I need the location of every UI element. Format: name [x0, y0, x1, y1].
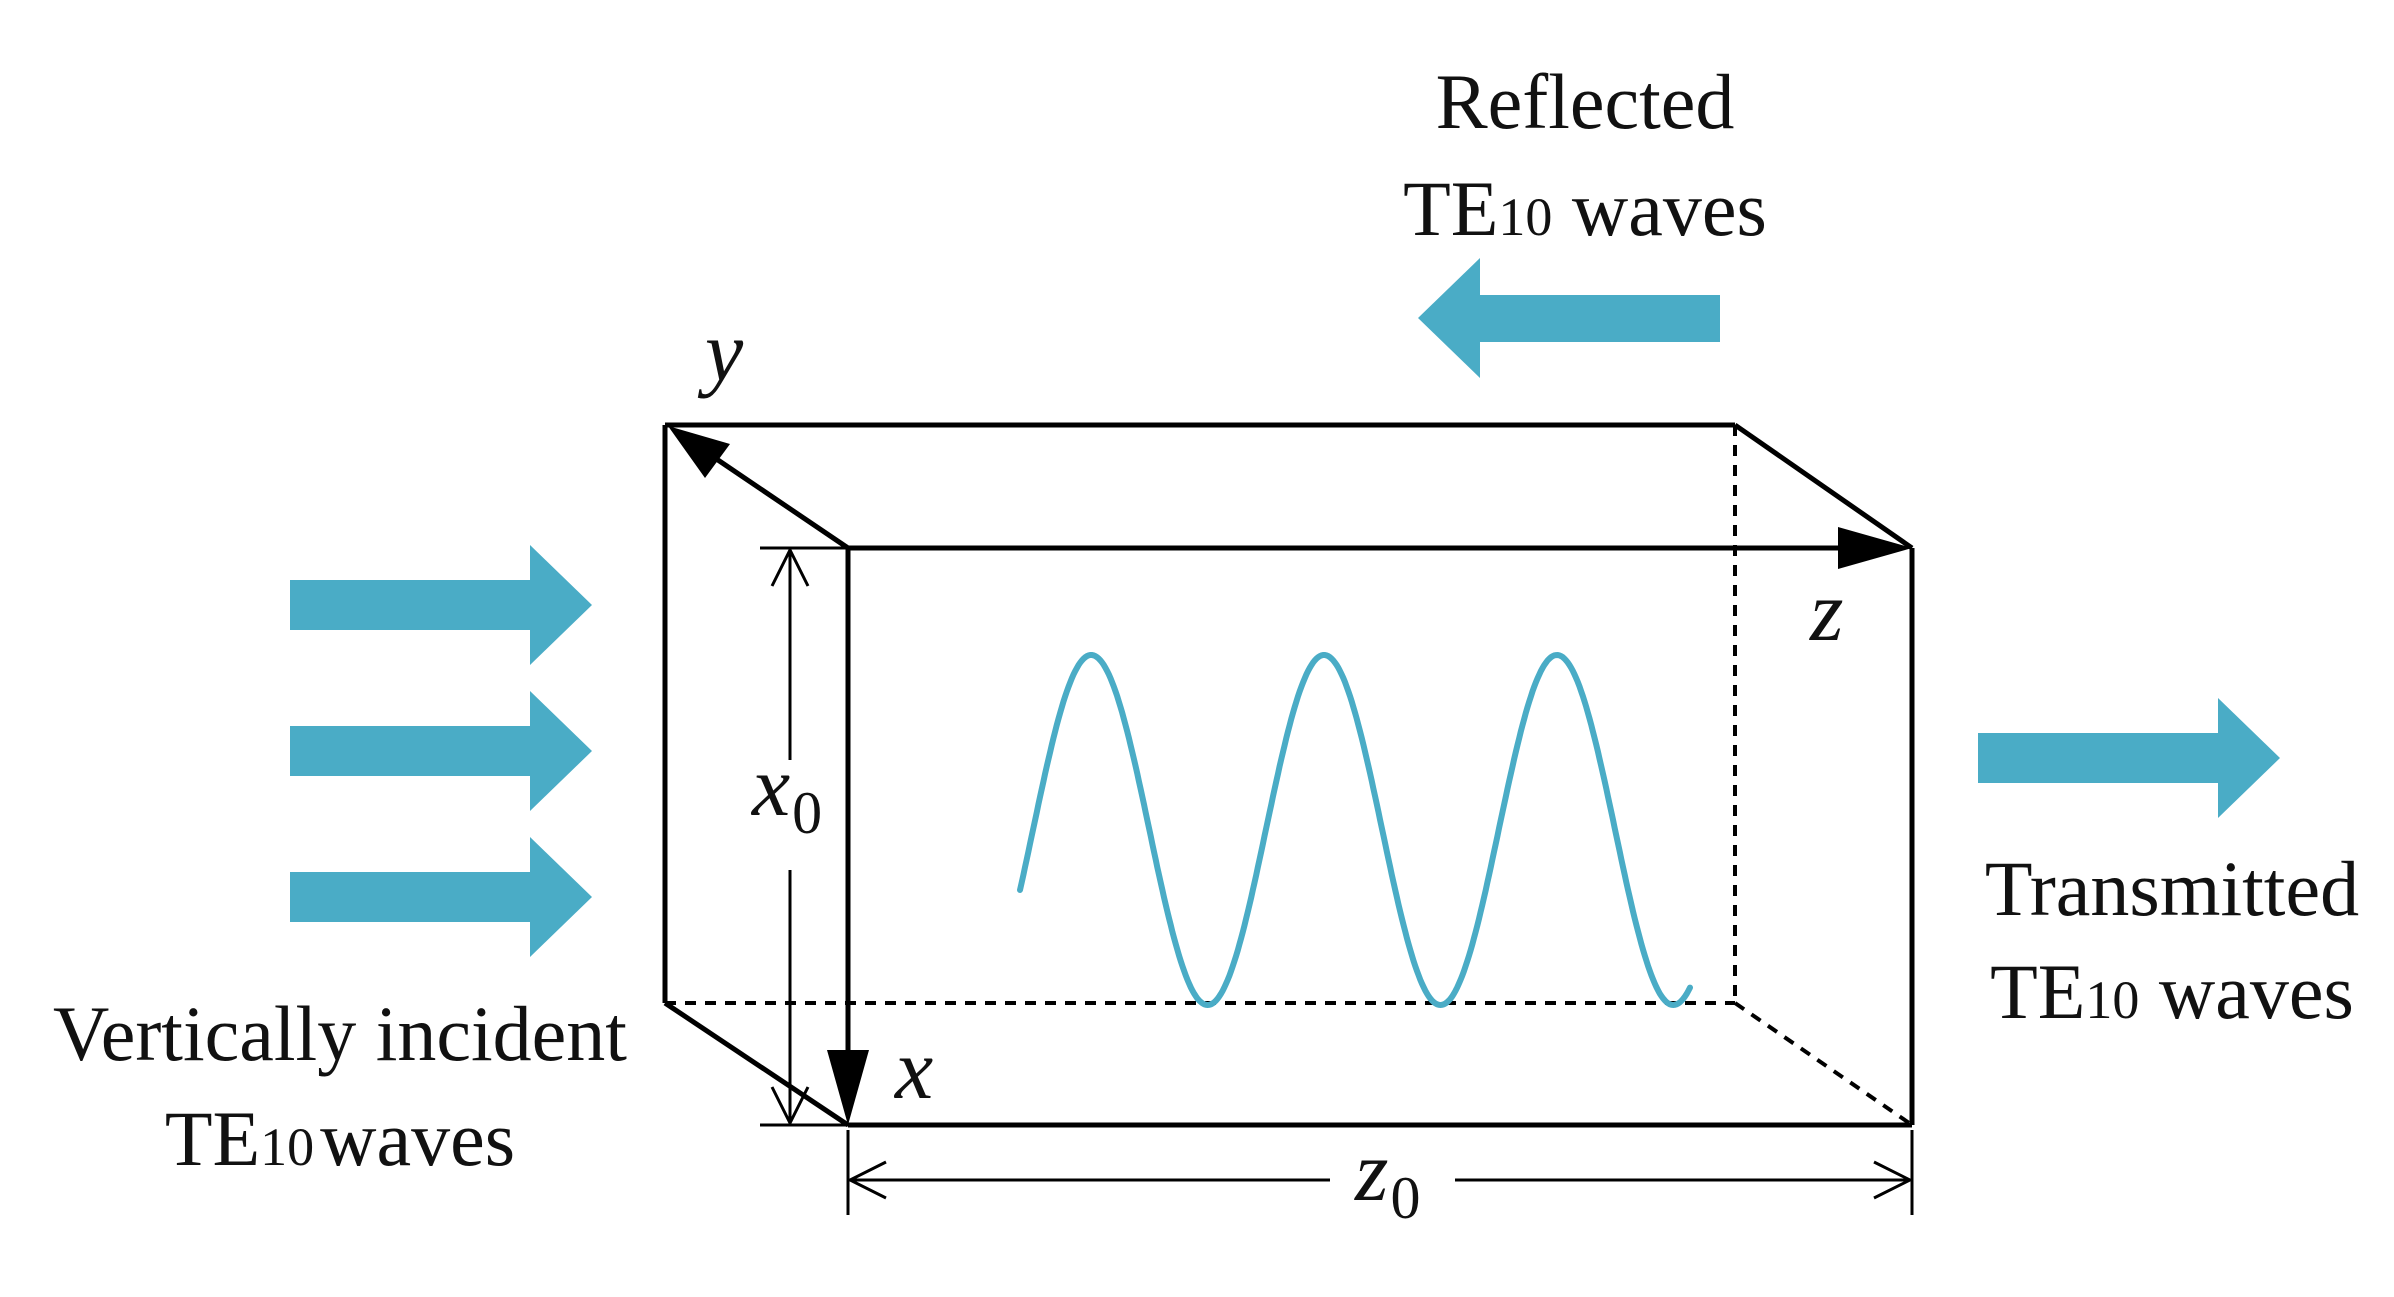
axis-y-label: y: [697, 303, 744, 399]
transmitted-label-line1: Transmitted: [1985, 845, 2359, 932]
incident-label-line2: TE10waves: [165, 1095, 515, 1182]
dimension-z0-label: z0: [1354, 1123, 1420, 1231]
axis-z-arrow: [848, 527, 1912, 569]
dimension-z0: [846, 1130, 1914, 1215]
box-hidden-edges: [665, 425, 1914, 1127]
reflected-label-line1: Reflected: [1436, 58, 1735, 145]
transmitted-arrow: [1978, 698, 2280, 818]
incident-arrows: [290, 545, 592, 957]
incident-arrow-3: [290, 837, 592, 957]
axis-x-arrow: [827, 548, 869, 1125]
box-back-edges: [662, 422, 1914, 1128]
incident-arrow-2: [290, 691, 592, 811]
reflected-label-line2: TE10 waves: [1403, 165, 1767, 252]
dimension-x0: [760, 546, 848, 1127]
axis-x-label: x: [893, 1021, 933, 1117]
reflected-arrow: [1418, 258, 1720, 378]
incident-label-line1: Vertically incident: [53, 990, 627, 1077]
axis-z-label: z: [1809, 563, 1843, 659]
box-front-face: [848, 548, 1915, 1128]
axis-y-arrow: [668, 426, 850, 551]
transmitted-label-line2: TE10 waves: [1990, 948, 2354, 1035]
te10-wave-curve: [1017, 651, 1693, 1009]
dimension-x0-label: x0: [750, 738, 822, 846]
incident-arrow-1: [290, 545, 592, 665]
